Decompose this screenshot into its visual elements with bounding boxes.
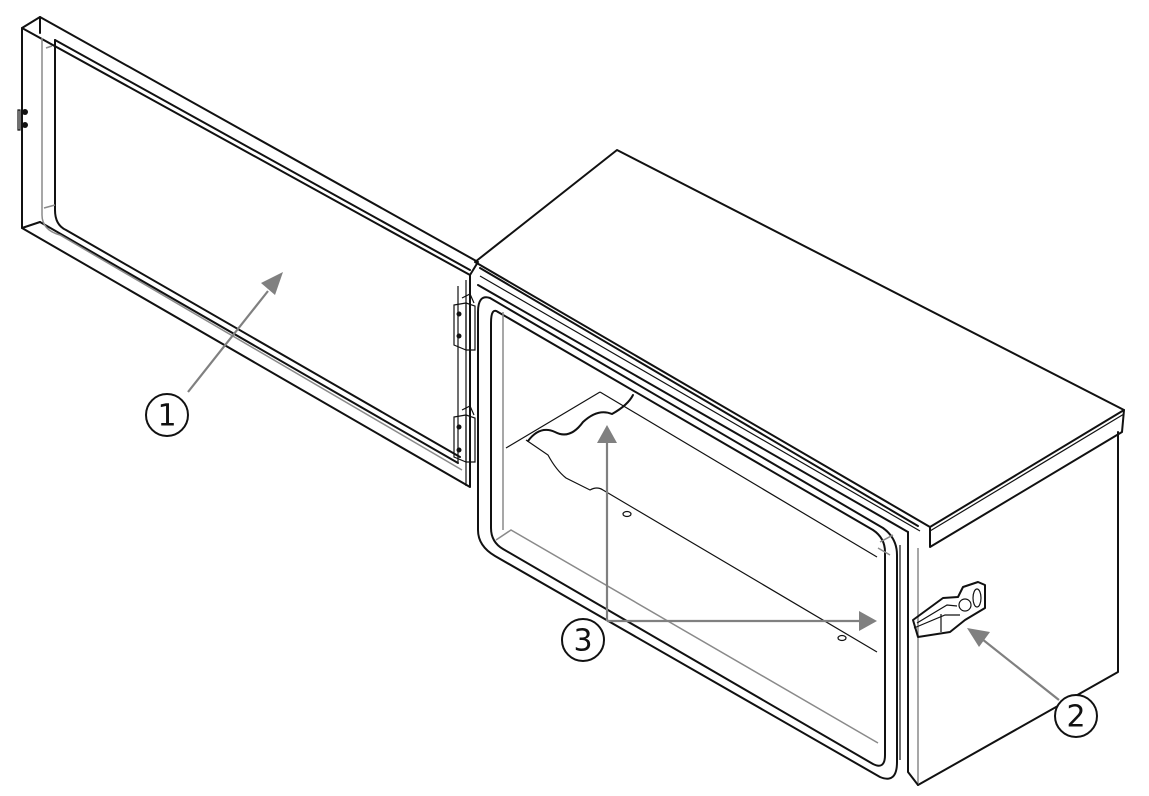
hinge-top (453, 293, 476, 351)
callout-3-label: 3 (573, 624, 592, 659)
callout-3: 3 (561, 425, 877, 662)
door-keeper (17, 109, 28, 131)
hinge-bottom (453, 405, 476, 463)
latch (912, 581, 986, 638)
callout-2: 2 (967, 628, 1098, 738)
callout-1: 1 (145, 272, 283, 437)
interior-shelf (505, 391, 878, 653)
door (21, 16, 479, 488)
callout-1-label: 1 (157, 399, 176, 434)
box-body (474, 149, 1125, 786)
front-opening-frame (477, 296, 898, 780)
callout-2-label: 2 (1066, 700, 1085, 735)
